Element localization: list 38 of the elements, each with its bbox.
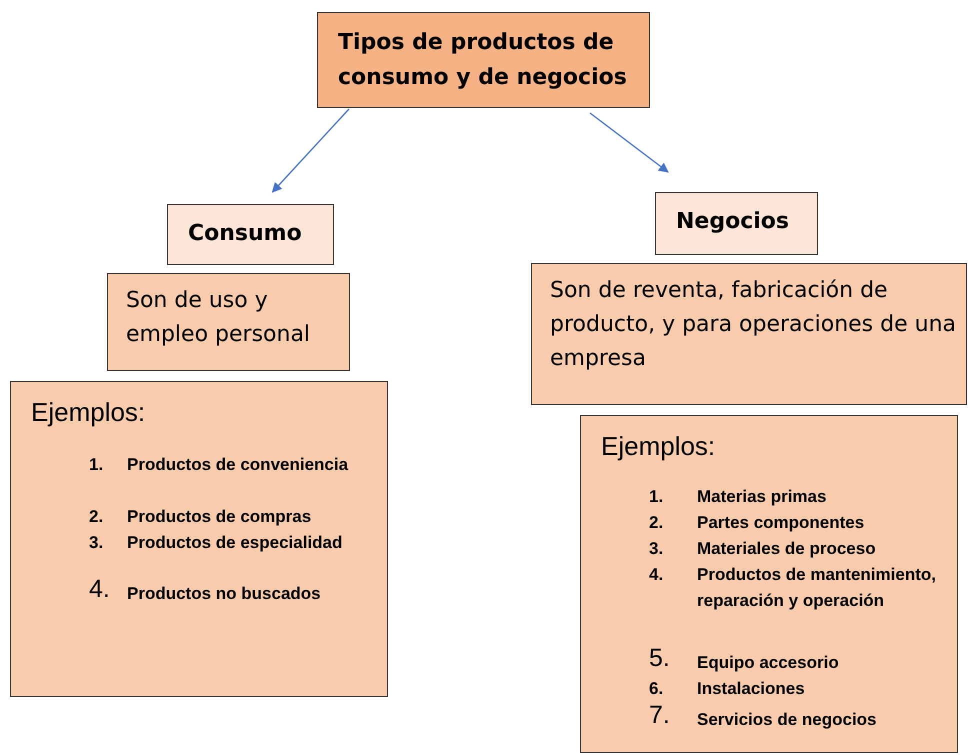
list-number: 4.: [89, 576, 110, 602]
arrow: [590, 112, 669, 173]
list-item: Partes componentes: [697, 512, 866, 534]
examples-box: [10, 381, 388, 697]
list-item: Productos de compras: [127, 506, 312, 528]
category-label: Consumo: [188, 220, 302, 248]
list-item: Materiales de proceso: [697, 538, 877, 560]
title-box: [317, 12, 650, 108]
examples-heading: Ejemplos:: [31, 396, 146, 428]
examples-box: [580, 415, 958, 753]
list-item: Servicios de negocios: [697, 709, 878, 731]
category-box: [655, 192, 818, 255]
list-number: 3.: [649, 538, 664, 560]
list-number: 2.: [649, 512, 664, 534]
list-number: 1.: [89, 454, 104, 476]
list-item: Equipo accesorio: [697, 652, 840, 674]
list-number: 1.: [649, 486, 664, 508]
description-text: Son de reventa, fabricación de producto, y para operaciones de una empresa: [550, 277, 956, 373]
description-text: Son de uso y empleo personal: [126, 287, 312, 349]
list-item: Productos de especialidad: [127, 532, 344, 554]
list-number: 7.: [649, 702, 670, 728]
list-number: 5.: [649, 645, 670, 671]
list-number: 4.: [649, 564, 664, 586]
arrow: [272, 108, 350, 193]
description-box: [107, 273, 350, 371]
examples-heading: Ejemplos:: [601, 430, 716, 462]
title-text: Tipos de productos de consumo y de negocios: [338, 29, 628, 92]
list-number: 2.: [89, 506, 104, 528]
list-item: Productos de mantenimiento, reparación y operación: [697, 564, 937, 612]
list-item: Instalaciones: [697, 678, 806, 700]
list-item: Materias primas: [697, 486, 828, 508]
category-box: [167, 204, 334, 265]
list-item: Productos no buscados: [127, 583, 322, 605]
list-number: 3.: [89, 532, 104, 554]
category-label: Negocios: [676, 208, 789, 236]
list-item: Productos de conveniencia: [127, 454, 350, 476]
description-box: [531, 263, 967, 405]
list-number: 6.: [649, 678, 664, 700]
